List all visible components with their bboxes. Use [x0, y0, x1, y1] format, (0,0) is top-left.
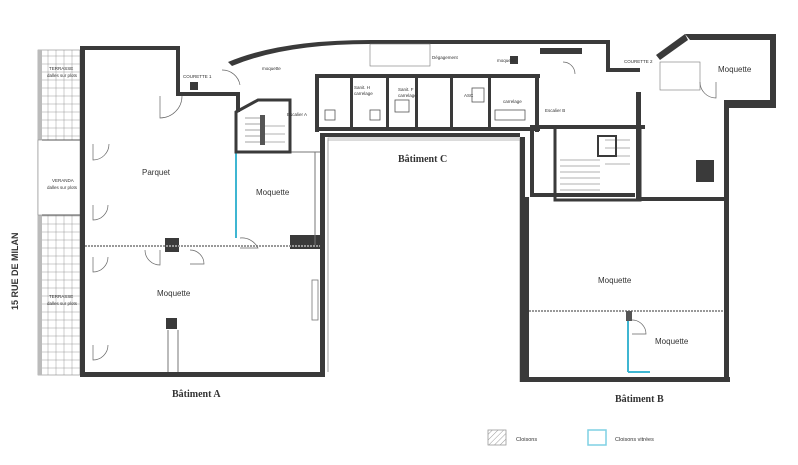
- room-moquette-a-upper-label: Moquette: [256, 188, 290, 197]
- room-moquette-b-main-label: Moquette: [598, 276, 632, 285]
- room-moquette-b-office-label: Moquette: [655, 337, 689, 346]
- veranda-sub: dalles sur plots: [47, 185, 78, 190]
- legend-vitrees-label: Cloisons vitrées: [615, 437, 654, 443]
- degagement-label: Dégagement: [432, 55, 459, 60]
- carrelage-3-label: carrelage: [503, 99, 522, 104]
- services-block: [190, 40, 610, 132]
- terrace-strip: [37, 49, 81, 376]
- building-c-label: Bâtiment C: [398, 154, 447, 165]
- escalier-a-label: Escalier A: [287, 112, 307, 117]
- escalier-b: [530, 125, 645, 202]
- building-b-walls: [525, 68, 730, 382]
- veranda-label: VERANDA: [52, 178, 74, 183]
- legend-cloisons-swatch: [487, 429, 507, 446]
- courette-1-label: COURETTE 1: [183, 74, 212, 79]
- building-b-label: Bâtiment B: [615, 394, 664, 405]
- svg-text:15 RUE DE MILAN: 15 RUE DE MILAN: [10, 232, 20, 310]
- room-parquet-label: Parquet: [142, 168, 171, 177]
- building-a-label: Bâtiment A: [172, 389, 221, 400]
- terrace-top-sub: dalles sur plots: [47, 73, 78, 78]
- legend-vitrees-swatch: [587, 429, 607, 446]
- top-right-room: [656, 34, 776, 108]
- terrace-bottom-sub: dalles sur plots: [47, 301, 78, 306]
- street-label: 15 RUE DE MILAN: [10, 232, 20, 310]
- terrace-top-label: TERRASSE: [49, 66, 73, 71]
- building-c-walls: [325, 133, 525, 382]
- escalier-b-label: Escalier B: [545, 108, 565, 113]
- building-a-doors: [92, 95, 259, 361]
- carrelage-2-label: carrelage: [398, 93, 417, 98]
- building-a-walls: [80, 46, 325, 377]
- asc-label: ASC: [464, 93, 474, 98]
- escalier-a: [234, 98, 292, 154]
- moquette-corridor-label: moquette: [497, 58, 516, 63]
- moquette-left-label: moquette: [262, 66, 281, 71]
- courette-2-label: COURETTE 2: [624, 59, 653, 64]
- sanit-f-label: Sanit. F: [398, 87, 414, 92]
- room-moquette-top-right-label: Moquette: [718, 65, 752, 74]
- carrelage-1-label: carrelage: [354, 91, 373, 96]
- legend-cloisons-label: Cloisons: [516, 437, 537, 443]
- sanit-h-label: Sanit. H: [354, 85, 370, 90]
- room-moquette-a-lower-label: Moquette: [157, 289, 191, 298]
- terrace-bottom-label: TERRASSE: [49, 294, 73, 299]
- legend: Cloisons Cloisons vitrées: [487, 429, 654, 446]
